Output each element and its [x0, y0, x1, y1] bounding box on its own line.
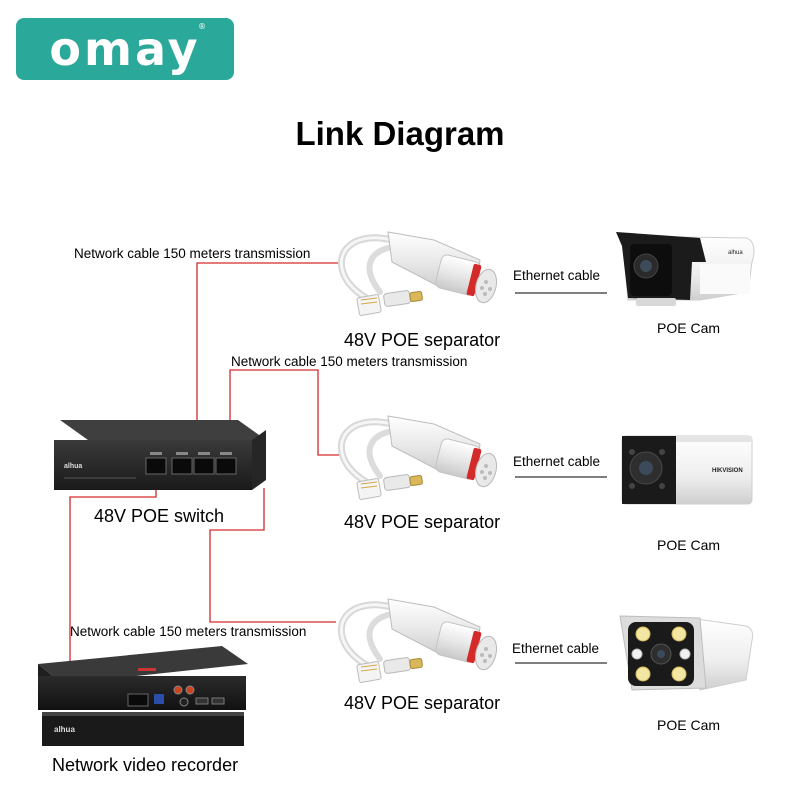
poe-switch-icon: [54, 420, 266, 490]
ethernet-label-1: Ethernet cable: [513, 268, 601, 283]
poe-separator-icon: [341, 232, 499, 316]
link-line-1: [196, 262, 338, 462]
switch-label: 48V POE switch: [94, 506, 225, 526]
page-title: Link Diagram: [295, 115, 505, 152]
cam-label-1: POE Cam: [657, 320, 721, 336]
poe-separator-icon: [341, 599, 499, 683]
nvr-icon: [38, 646, 248, 746]
cable-label-2: Network cable 150 meters transmission: [231, 354, 468, 369]
cable-label-3: Network cable 150 meters transmission: [70, 624, 307, 639]
brand-logo: omay: [16, 18, 234, 80]
bullet-camera-icon: [616, 232, 755, 306]
link-line-2: [229, 369, 340, 462]
logo-text: omay: [49, 22, 201, 76]
bullet-camera-icon: [621, 435, 753, 505]
separator-label-1: 48V POE separator: [344, 330, 501, 350]
bullet-camera-icon: [619, 615, 754, 691]
cam-1-brand: alhua: [728, 250, 743, 256]
switch-brand: alhua: [64, 463, 82, 470]
cable-label-1: Network cable 150 meters transmission: [74, 246, 311, 261]
registered-mark: ®: [198, 22, 206, 31]
link-line-3: [209, 488, 336, 623]
cam-label-3: POE Cam: [657, 717, 721, 733]
ethernet-label-2: Ethernet cable: [513, 454, 601, 469]
nvr-brand: alhua: [54, 725, 75, 734]
ethernet-label-3: Ethernet cable: [512, 641, 600, 656]
separator-label-2: 48V POE separator: [344, 512, 501, 532]
cam-2-brand: HIKVISION: [712, 468, 743, 474]
poe-separator-icon: [341, 416, 499, 500]
nvr-label: Network video recorder: [52, 755, 239, 775]
separator-label-3: 48V POE separator: [344, 693, 501, 713]
cam-label-2: POE Cam: [657, 537, 721, 553]
